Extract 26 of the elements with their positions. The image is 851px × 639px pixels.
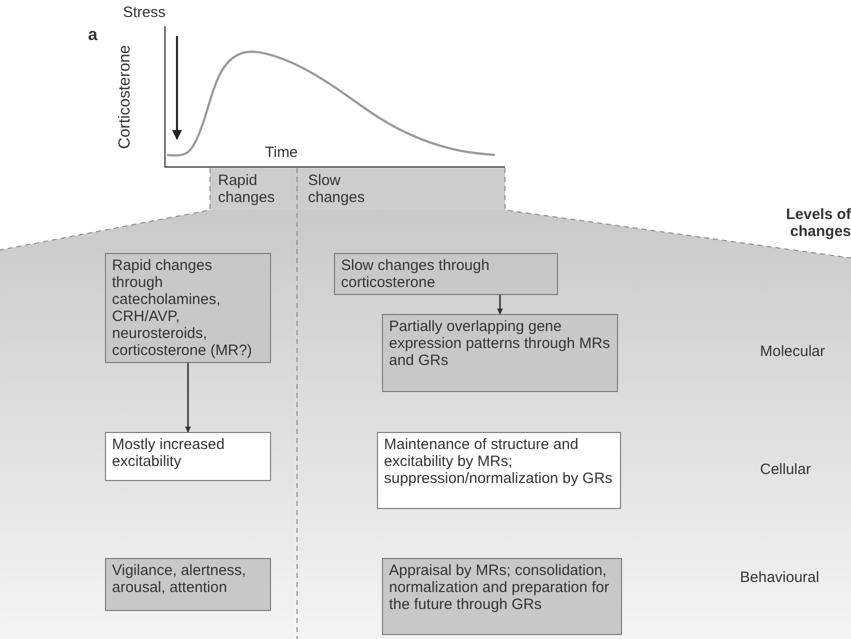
box-text: Appraisal by MRs; consolidation, normalization and preparation for the future through GRs <box>389 562 610 613</box>
level-label: Cellular <box>760 461 811 478</box>
box-text: Vigilance, alertness, arousal, attention <box>112 562 247 596</box>
band-label: Slow changes <box>308 172 366 206</box>
arrow <box>185 363 191 433</box>
process-box <box>377 432 621 509</box>
box-text: Rapid changes through catecholamines, CRH/AVP, neurosteroids, corticosterone (MR?) <box>112 257 254 359</box>
box-text: Partially overlapping gene expression patterns through MRs and GRs <box>389 318 611 369</box>
level-label: Behavioural <box>740 569 820 586</box>
box-text: Slow changes through corticosterone <box>341 257 490 291</box>
axis-label: Stress <box>123 4 166 21</box>
process-box <box>105 253 271 363</box>
process-box <box>382 558 622 635</box>
box-text: Maintenance of structure and excitability by MRs; suppression/normalization by GRs <box>384 436 614 487</box>
arrow <box>497 295 503 315</box>
band-label: Rapid changes <box>218 172 276 206</box>
process-box <box>105 558 271 611</box>
axis-label: Time <box>265 144 298 161</box>
axis-label: Corticosterone <box>116 44 134 150</box>
column-heading: Levels of changes <box>784 206 851 240</box>
process-box <box>334 253 558 295</box>
process-box <box>382 314 618 392</box>
level-label: Molecular <box>760 343 826 360</box>
process-box <box>105 432 271 481</box>
box-text: Mostly increased excitability <box>112 436 226 470</box>
panel-letter: a <box>88 26 98 43</box>
